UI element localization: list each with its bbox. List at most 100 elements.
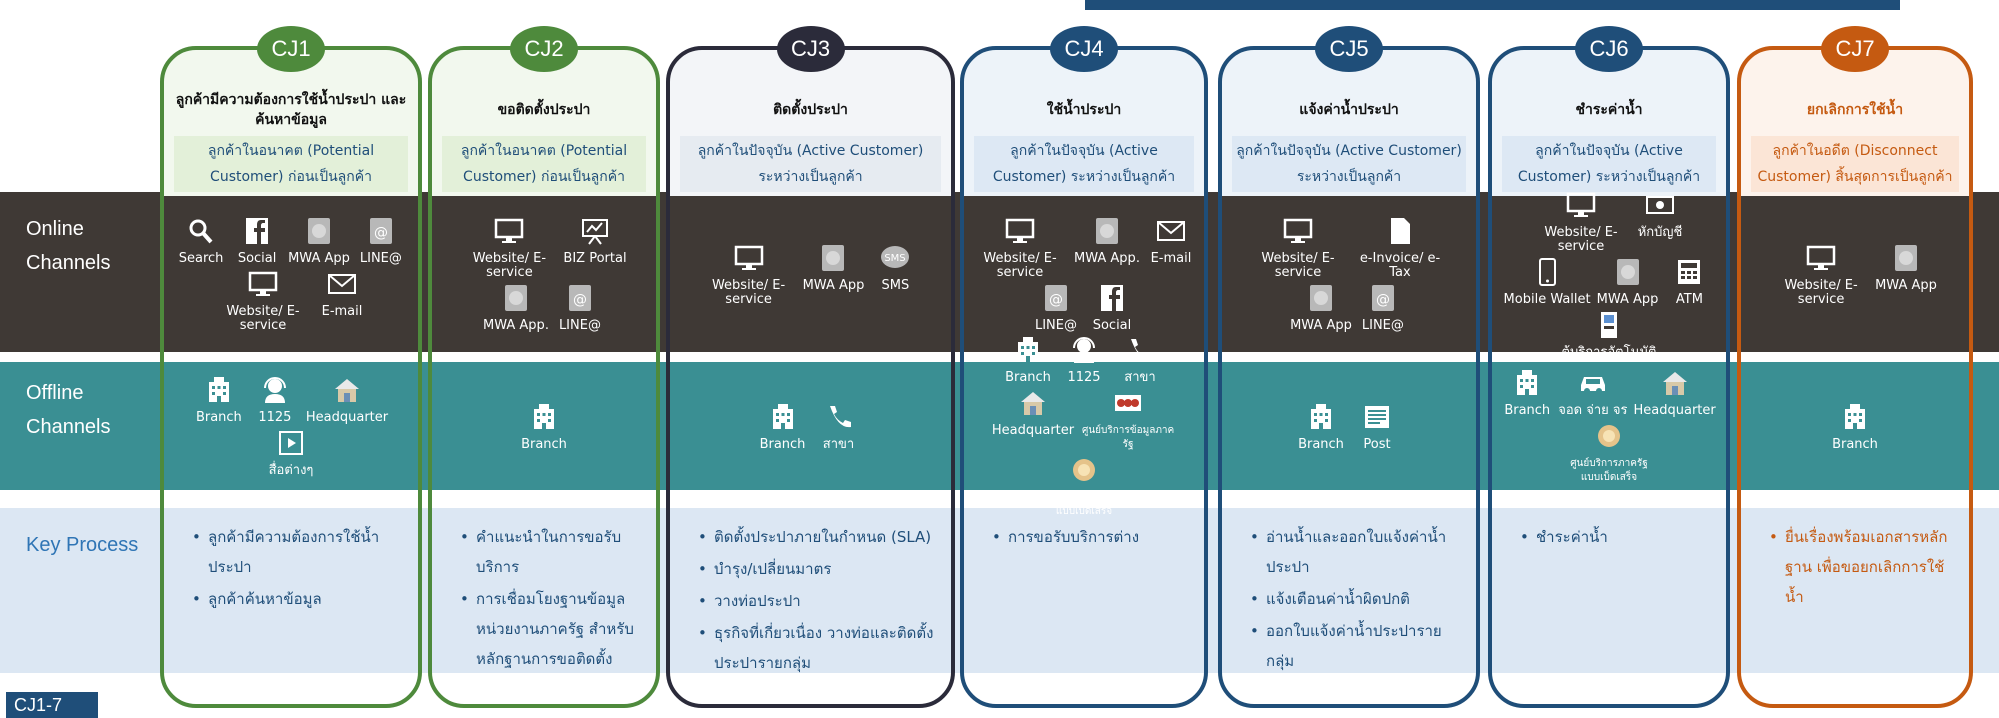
channel-label: 1125	[1067, 369, 1101, 385]
online-channel-item: Social	[232, 217, 282, 266]
key-process-list: ชำระค่าน้ำ	[1510, 522, 1716, 694]
sms-icon: SMS	[880, 244, 910, 276]
stage-badge: CJ6	[1575, 26, 1643, 72]
svg-text:@: @	[1049, 292, 1063, 308]
online-channel-item: MWA App	[1290, 284, 1352, 333]
key-process-item: ยื่นเรื่องพร้อมเอกสารหลักฐาน เพื่อขอยกเล…	[1769, 522, 1959, 612]
channel-label: หักบัญชี	[1637, 224, 1683, 240]
channel-label: Branch	[521, 436, 567, 452]
channel-label: Website/ E-service	[1784, 277, 1858, 307]
channel-label: Branch	[1298, 436, 1344, 452]
key-process-item: อ่านน้ำและออกใบแจ้งค่าน้ำประปา	[1250, 522, 1466, 582]
channel-label: Social	[1092, 318, 1132, 333]
stage-badge: CJ3	[776, 26, 845, 72]
building-icon	[204, 376, 234, 408]
online-channel-item: ATM	[1664, 258, 1714, 307]
building-icon	[1013, 336, 1043, 368]
online-channel-item: @ LINE@	[1358, 284, 1408, 333]
offline-channel-item: Branch	[758, 403, 808, 452]
online-channel-item: MWA App	[1596, 258, 1659, 307]
online-channel-item: Search	[176, 217, 226, 266]
mail-icon	[1156, 217, 1186, 249]
online-channel-item: หักบัญชี	[1635, 191, 1685, 254]
stage-title: ใช้น้ำประปา	[1046, 102, 1122, 118]
line-icon: @	[366, 217, 396, 249]
online-channels-label: Online Channels	[26, 218, 111, 274]
channel-label: สาขา	[822, 436, 855, 452]
key-process-label: Key Process	[26, 534, 139, 556]
line-icon: @	[1368, 284, 1398, 316]
seal-icon	[1594, 422, 1624, 454]
stage-title: ชำระค่าน้ำ	[1575, 102, 1643, 118]
monitor-icon	[1806, 244, 1836, 276]
online-channel-item: Website/ E-service	[701, 244, 797, 307]
customer-segment: ลูกค้าในปัจจุบัน (Active Customer) ระหว่…	[1502, 136, 1716, 192]
stage-title: ลูกค้ามีความต้องการใช้น้ำประปา และ ค้นหา…	[175, 92, 407, 128]
channel-label: ATM	[1675, 291, 1703, 307]
channel-label: Website/ E-service	[472, 251, 547, 280]
key-process-item: ชำระค่าน้ำ	[1520, 522, 1716, 552]
key-process-item: ลูกค้ามีความต้องการใช้น้ำประปา	[192, 522, 408, 582]
online-channel-item: Website/ E-service	[1773, 244, 1869, 307]
stage-title: ติดตั้งประปา	[773, 102, 848, 118]
key-process-item: ธุรกิจที่เกี่ยวเนื่อง วางท่อและติดตั้งปร…	[698, 618, 941, 678]
channel-label: 1125	[258, 410, 292, 425]
online-channel-item: Website/ E-service	[1533, 191, 1629, 254]
channel-label: Website/ E-service	[1261, 251, 1335, 280]
online-channel-item: MWA App.	[483, 284, 549, 333]
app-icon	[501, 284, 531, 316]
channel-label: LINE@	[1361, 318, 1404, 333]
channel-label: E-mail	[1150, 251, 1192, 266]
offline-channel-item: Headquarter	[306, 376, 388, 425]
key-process-list: คำแนะนำในการขอรับบริการการเชื่อมโยงฐานข้…	[450, 522, 646, 694]
gov-center-icon	[1113, 389, 1143, 421]
money-icon	[1645, 191, 1675, 223]
online-channel-item: e-Invoice/ e-Tax	[1352, 217, 1448, 280]
monitor-icon	[1005, 217, 1035, 249]
offline-channel-list: Branch	[1741, 368, 1969, 486]
offline-channel-list: Branch Post	[1222, 368, 1476, 486]
channel-label: Headquarter	[991, 422, 1075, 438]
building-icon	[768, 403, 798, 435]
phone-icon	[1125, 336, 1155, 368]
offline-channel-item: Headquarter	[1634, 369, 1716, 418]
key-process-list: ยื่นเรื่องพร้อมเอกสารหลักฐาน เพื่อขอยกเล…	[1759, 522, 1959, 694]
offline-channel-item: Branch	[1296, 403, 1346, 452]
channel-label: LINE@	[558, 318, 601, 333]
channel-label: MWA App.	[1074, 251, 1140, 266]
app-icon	[304, 217, 334, 249]
channel-label: Branch	[1832, 436, 1878, 452]
channel-label: Branch	[195, 410, 242, 425]
monitor-icon	[1283, 217, 1313, 249]
building-icon	[1306, 403, 1336, 435]
customer-segment: ลูกค้าในปัจจุบัน (Active Customer) ระหว่…	[680, 136, 941, 192]
stage-badge: CJ4	[1050, 26, 1118, 72]
key-process-item: แจ้งเตือนค่าน้ำผิดปกติ	[1250, 584, 1466, 614]
mobile-icon	[1532, 257, 1562, 290]
key-process-list: การขอรับบริการต่าง	[982, 522, 1194, 694]
channel-label: Headquarter	[305, 410, 389, 425]
stage-badge: CJ5	[1315, 26, 1383, 72]
online-channel-item: BIZ Portal	[563, 217, 627, 280]
kiosk-icon	[1594, 311, 1624, 343]
online-channel-item: Social	[1087, 284, 1137, 333]
svg-text:SMS: SMS	[885, 253, 906, 264]
offline-channel-item: Post	[1352, 403, 1402, 452]
channel-label: MWA App	[1596, 291, 1659, 307]
app-icon	[1306, 284, 1336, 316]
channel-label: Branch	[1005, 369, 1051, 385]
channel-label: E-mail	[321, 304, 363, 319]
key-process-item: ออกใบแจ้งค่าน้ำประปารายกลุ่ม	[1250, 616, 1466, 676]
channel-label: MWA App	[1290, 318, 1352, 333]
house-icon	[332, 376, 362, 408]
